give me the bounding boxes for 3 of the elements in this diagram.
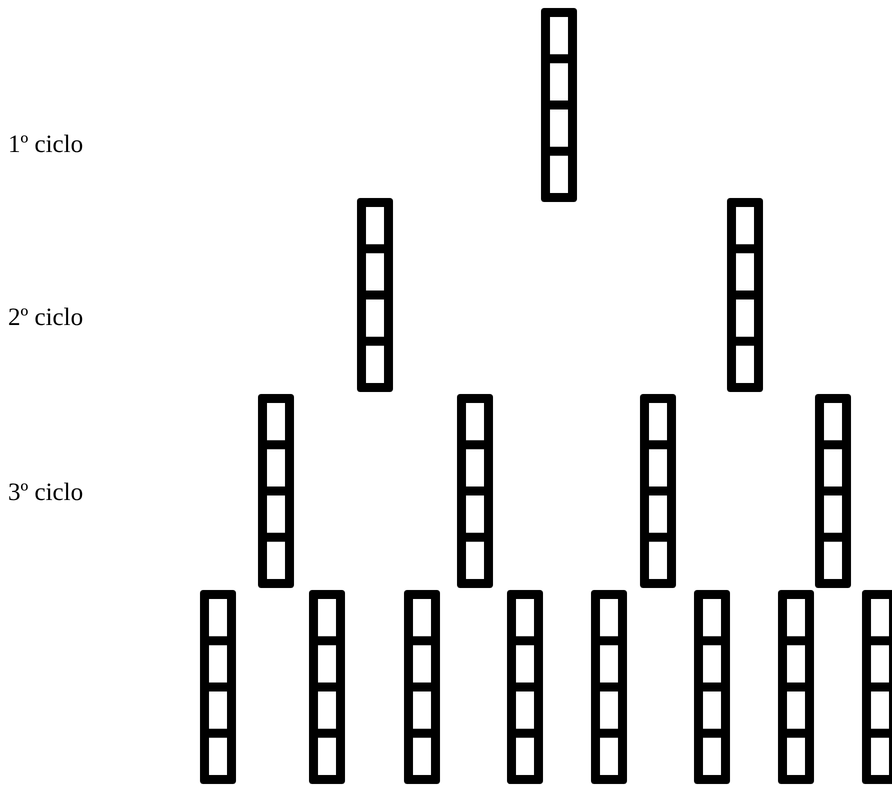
cycle-label: 3º ciclo <box>8 478 84 508</box>
cycle-label: 2º ciclo <box>8 303 84 333</box>
cycle-label: 1º ciclo <box>8 130 84 160</box>
